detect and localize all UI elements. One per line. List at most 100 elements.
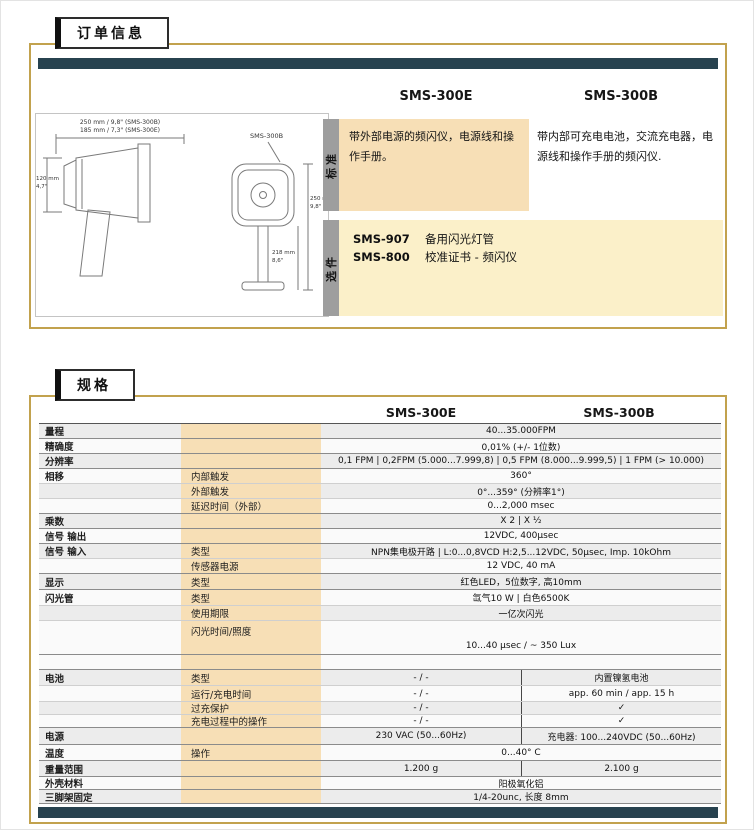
spec-row-sublabel: [181, 761, 321, 776]
spec-row-label: 精确度: [45, 442, 74, 453]
spec-value: 氙气10 W | 白色6500K: [472, 594, 570, 604]
spec-row-label: [39, 655, 181, 669]
spec-tab: 规格: [55, 369, 135, 401]
spec-value: 一亿次闪光: [498, 609, 544, 620]
dim-label-250mm-right: 250 mm: [310, 196, 328, 202]
spec-row-16: 运行/充电时间- / -app. 60 min / app. 15 h: [39, 686, 721, 702]
spec-row-sublabel: 充电过程中的操作: [181, 715, 321, 727]
spec-value-sms300b: ✓: [521, 715, 721, 727]
spec-value: 12 VDC, 40 mA: [486, 561, 556, 571]
order-column-header-sms300e: SMS-300E: [399, 89, 473, 104]
spec-value: 0°...359° (分辨率1°): [477, 487, 565, 498]
spec-value-sms300e: - / -: [413, 672, 429, 683]
spec-row-label: 分辨率: [45, 457, 74, 468]
spec-value-sms300b: 内置镍氢电池: [521, 670, 721, 685]
drawing-lines: [43, 134, 313, 291]
spec-row-11: 闪光管 类型 氙气10 W | 白色6500K: [39, 590, 721, 606]
spec-row-sublabel: [181, 529, 321, 543]
spec-row-label: [39, 499, 181, 513]
spec-row-13: 闪光时间/照度 10...40 µsec / ~ 350 Lux: [39, 621, 721, 655]
spec-value: 0...2,000 msec: [487, 501, 555, 511]
spec-value: 12VDC, 400µsec: [483, 531, 559, 541]
spec-row-sublabel: 操作: [181, 745, 321, 760]
dim-label-250mm-top: 250 mm / 9,8" (SMS-300B): [80, 119, 160, 126]
spec-value: 阳极氧化铝: [498, 779, 544, 790]
spec-bottom-bar: [38, 807, 718, 818]
spec-row-18: 充电过程中的操作 - / - ✓: [39, 715, 721, 728]
spec-row-label: 温度: [45, 748, 65, 760]
spec-row-label: [39, 559, 181, 573]
spec-row-sublabel: [181, 655, 321, 669]
spec-tab-label: 规格: [77, 378, 111, 394]
option-description: 备用闪光灯管: [425, 232, 494, 246]
standard-sms300e-description: 带外部电源的频闪仪，电源线和操作手册。: [339, 119, 529, 211]
order-top-bar: [38, 58, 718, 69]
spec-row-label: [39, 686, 181, 701]
spec-row-label: [39, 621, 181, 654]
spec-row-label: 显示: [45, 577, 65, 589]
spec-row-sublabel: [181, 790, 321, 803]
spec-value-sms300e: - / -: [413, 688, 429, 699]
spec-row-1: 精确度 0,01% (+/- 1位数): [39, 439, 721, 454]
strobe-line-drawing-svg: 250 mm / 9,8" (SMS-300B) 185 mm / 7,3" (…: [36, 119, 328, 291]
spec-column-header-sms300e: SMS-300E: [385, 405, 457, 420]
spec-row-20: 温度 操作 0...40° C: [39, 745, 721, 761]
spec-row-sublabel: [181, 424, 321, 438]
spec-row-label: 乘数: [45, 517, 65, 528]
spec-row-label: 信号 输入: [45, 547, 87, 558]
spec-row-sublabel: 过充保护: [181, 702, 321, 714]
drawing-top-dimension-labels: 250 mm / 9,8" (SMS-300B) 185 mm / 7,3" (…: [80, 119, 160, 134]
spec-row-label: 重量范围: [45, 764, 84, 776]
spec-row-label: 信号 输出: [45, 532, 87, 543]
spec-value-sms300e: - / -: [413, 703, 429, 713]
spec-row-label: 闪光管: [45, 593, 74, 605]
options-row-label: 选件: [325, 254, 338, 282]
spec-row-label: 电源: [45, 732, 65, 743]
spec-row-sublabel: [181, 728, 321, 744]
spec-row-sublabel: [181, 514, 321, 528]
spec-row-sublabel: [181, 454, 321, 468]
spec-row-sublabel: 延迟时间（外部）: [181, 499, 321, 513]
spec-row-2: 分辨率 0,1 FPM | 0,2FPM (5.000...7.999,8) | …: [39, 454, 721, 469]
spec-row-sublabel: 运行/充电时间: [181, 686, 321, 701]
spec-row-sublabel: 类型: [181, 670, 321, 685]
spec-value-sms300e: - / -: [413, 716, 429, 726]
spec-row-label: 电池: [45, 673, 65, 685]
spec-row-label: [39, 702, 181, 714]
standard-sms300b-description: 带内部可充电电池，交流充电器，电源线和操作手册的频闪仪.: [529, 119, 723, 211]
spec-value: 0,1 FPM | 0,2FPM (5.000...7.999,8) | 0,5…: [338, 456, 704, 466]
order-info-tab: 订单信息: [55, 17, 169, 49]
spec-value: 1/4-20unc, 长度 8mm: [473, 793, 569, 803]
order-info-tab-label: 订单信息: [77, 26, 145, 42]
options-row-label-strip: 选件: [323, 220, 339, 316]
spec-row-label: 外壳材料: [45, 779, 84, 789]
spec-row-6: 乘数 X 2 | X ½: [39, 514, 721, 529]
spec-row-label: 相移: [45, 472, 65, 483]
spec-row-sublabel: 类型: [181, 590, 321, 605]
spec-value: X 2 | X ½: [500, 516, 542, 526]
spec-row-label: 三脚架固定: [45, 792, 93, 804]
spec-value: 10...40 µsec / ~ 350 Lux: [465, 641, 577, 651]
spec-value: 0,01% (+/- 1位数): [481, 442, 561, 453]
spec-row-sublabel: 闪光时间/照度: [181, 621, 321, 654]
spec-row-12: 使用期限一亿次闪光: [39, 606, 721, 621]
spec-value-sms300b: ✓: [521, 702, 721, 714]
spec-value-sms300e: 230 VAC (50...60Hz): [375, 731, 467, 741]
spec-value: 红色LED，5位数字, 高10mm: [460, 578, 582, 588]
dim-label-98in-right: 9,8": [310, 204, 321, 210]
spec-row-10: 显示类型红色LED，5位数字, 高10mm: [39, 574, 721, 590]
spec-row-sublabel: 传感器电源: [181, 559, 321, 573]
spec-value: [321, 655, 721, 669]
spec-value: 0...40° C: [501, 747, 541, 758]
order-column-header-sms300b: SMS-300B: [583, 89, 659, 104]
spec-value-sms300e: 1.200 g: [403, 763, 439, 774]
spec-value: NPN集电极开路 | L:0...0,8VCD H:2,5...12VDC, 5…: [371, 547, 671, 558]
